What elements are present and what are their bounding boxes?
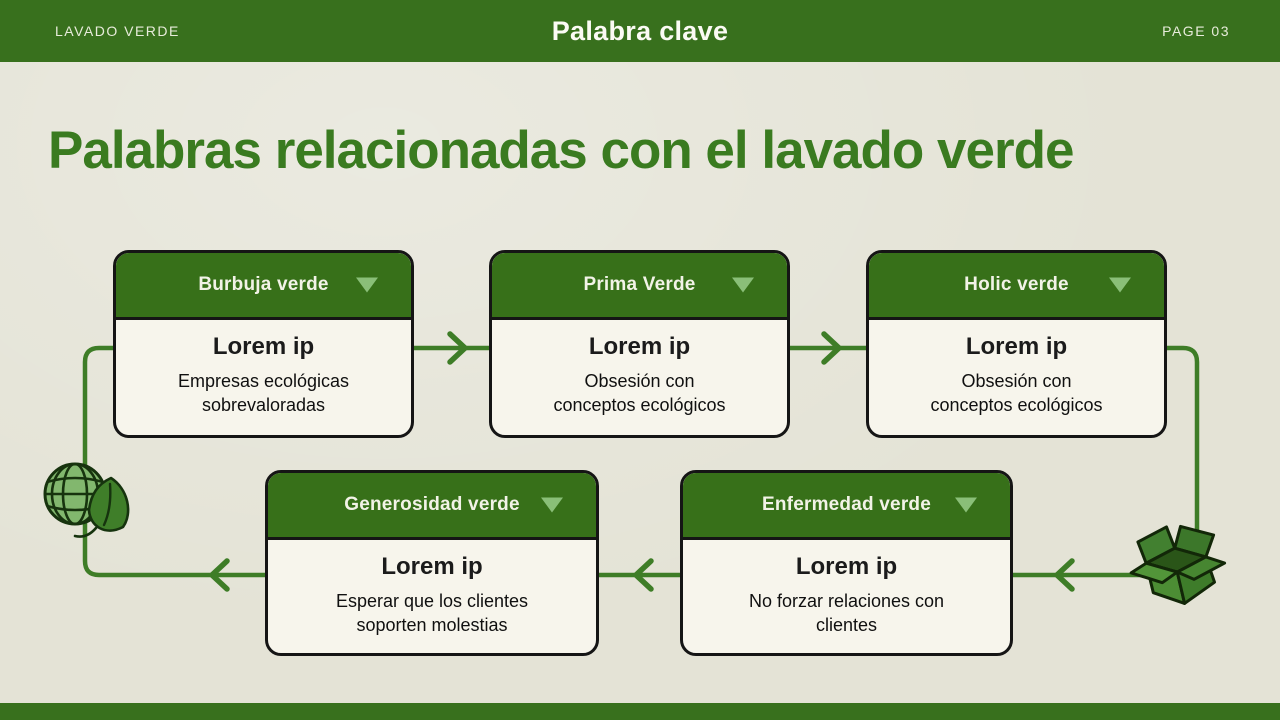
card-holic-verde: Holic verde Lorem ip Obsesión con concep… — [866, 250, 1167, 438]
card-keyword: Lorem ip — [795, 553, 898, 580]
triangle-down-icon — [541, 497, 563, 513]
card-keyword: Lorem ip — [212, 333, 315, 360]
card-description: Esperar que los clientes soporten molest… — [335, 591, 529, 636]
arrow-left-icon — [1054, 558, 1075, 592]
card-body: Lorem ip Obsesión con conceptos ecológic… — [869, 320, 1164, 418]
arrow-right-icon — [821, 331, 842, 365]
brand-label: LAVADO VERDE — [55, 23, 180, 39]
card-body: Lorem ip Esperar que los clientes soport… — [268, 540, 596, 638]
arrow-left-icon — [633, 558, 654, 592]
card-keyword: Lorem ip — [965, 333, 1068, 360]
card-enfermedad-verde: Enfermedad verde Lorem ip No forzar rela… — [680, 470, 1013, 656]
top-bar: LAVADO VERDE Palabra clave PAGE 03 — [0, 0, 1280, 62]
card-header: Burbuja verde — [116, 253, 411, 320]
card-title: Enfermedad verde — [762, 494, 931, 515]
card-keyword: Lorem ip — [381, 553, 483, 580]
card-burbuja-verde: Burbuja verde Lorem ip Empresas ecológic… — [113, 250, 414, 438]
globe-leaf-icon — [43, 462, 130, 538]
card-keyword: Lorem ip — [588, 333, 691, 360]
page-title: Palabras relacionadas con el lavado verd… — [48, 121, 1074, 180]
card-title: Holic verde — [964, 274, 1069, 295]
card-description: No forzar relaciones con clientes — [748, 591, 945, 636]
card-generosidad-verde: Generosidad verde Lorem ip Esperar que l… — [265, 470, 599, 656]
card-body: Lorem ip No forzar relaciones con client… — [683, 540, 1010, 638]
triangle-down-icon — [1109, 277, 1131, 293]
card-header: Prima Verde — [492, 253, 787, 320]
open-box-icon — [1129, 524, 1227, 605]
arrow-left-icon — [209, 558, 230, 592]
triangle-down-icon — [955, 497, 977, 513]
triangle-down-icon — [356, 277, 378, 293]
card-description: Obsesión con conceptos ecológicos — [930, 371, 1103, 416]
card-header: Generosidad verde — [268, 473, 596, 540]
page-number: PAGE 03 — [1162, 23, 1230, 39]
card-header: Enfermedad verde — [683, 473, 1010, 540]
card-description: Obsesión con conceptos ecológicos — [553, 371, 726, 416]
card-title: Burbuja verde — [198, 274, 329, 295]
card-description: Empresas ecológicas sobrevaloradas — [177, 371, 350, 416]
bottom-bar — [0, 703, 1280, 720]
card-title: Generosidad verde — [344, 494, 520, 515]
triangle-down-icon — [732, 277, 754, 293]
arrow-right-icon — [447, 331, 468, 365]
card-title: Prima Verde — [583, 274, 696, 295]
card-body: Lorem ip Obsesión con conceptos ecológic… — [492, 320, 787, 418]
card-prima-verde: Prima Verde Lorem ip Obsesión con concep… — [489, 250, 790, 438]
slide-topic-title: Palabra clave — [551, 15, 729, 46]
card-body: Lorem ip Empresas ecológicas sobrevalora… — [116, 320, 411, 418]
card-header: Holic verde — [869, 253, 1164, 320]
